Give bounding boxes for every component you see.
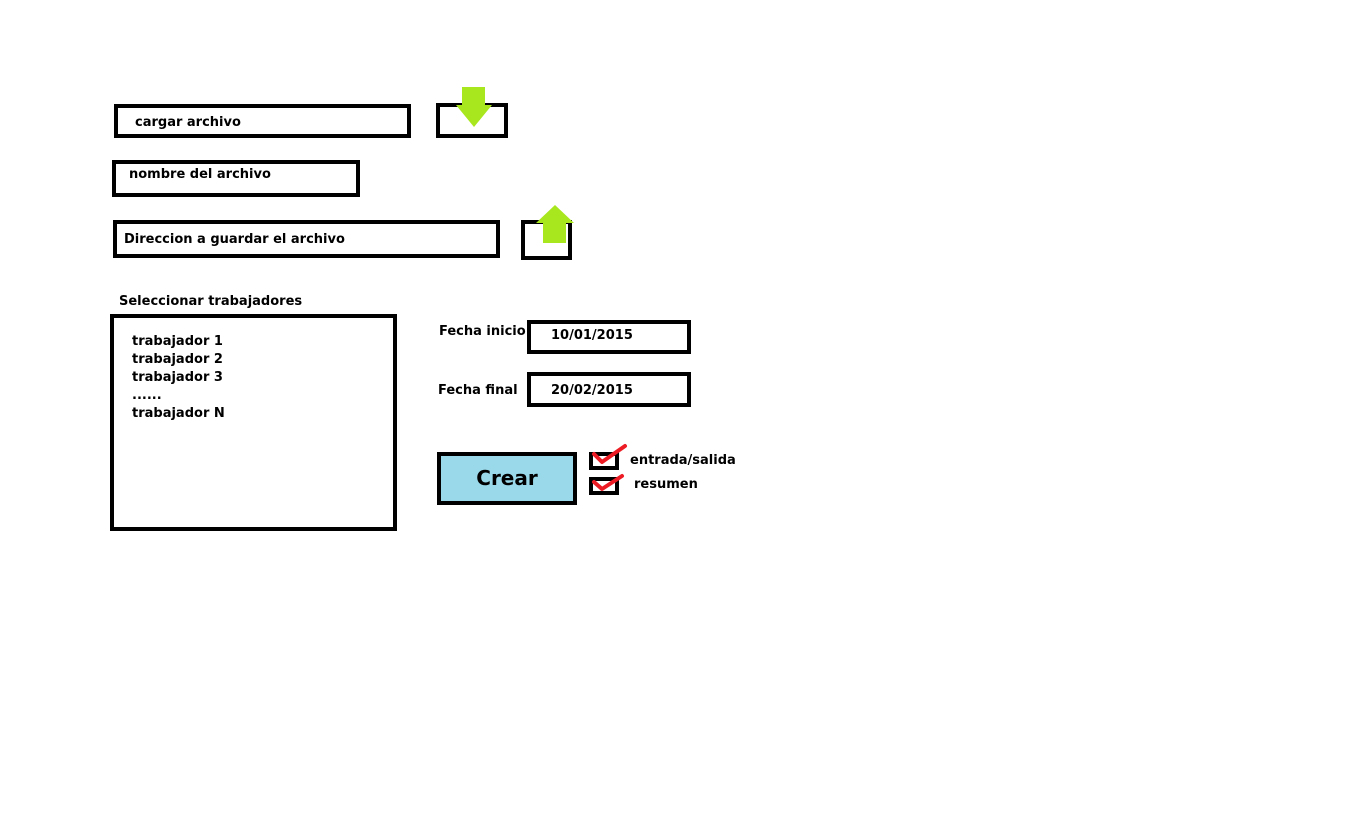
- load-file-field[interactable]: cargar archivo: [114, 104, 411, 138]
- start-date-value: 10/01/2015: [551, 328, 633, 343]
- summary-label: resumen: [634, 477, 698, 492]
- list-item[interactable]: trabajador N: [132, 406, 225, 421]
- save-path-field-value: Direccion a guardar el archivo: [124, 232, 345, 247]
- start-date-label: Fecha inicio: [439, 324, 526, 339]
- list-item[interactable]: trabajador 3: [132, 370, 223, 385]
- checkmark-icon: [592, 474, 624, 491]
- file-name-field[interactable]: nombre del archivo: [112, 160, 360, 197]
- save-path-field[interactable]: Direccion a guardar el archivo: [113, 220, 500, 258]
- start-date-field[interactable]: 10/01/2015: [527, 320, 691, 354]
- load-file-field-value: cargar archivo: [135, 115, 241, 130]
- end-date-label: Fecha final: [438, 383, 518, 398]
- end-date-value: 20/02/2015: [551, 383, 633, 398]
- end-date-field[interactable]: 20/02/2015: [527, 372, 691, 407]
- workers-label: Seleccionar trabajadores: [119, 294, 303, 309]
- create-button[interactable]: Crear: [437, 452, 577, 505]
- up-arrow-icon: [536, 205, 574, 243]
- file-name-field-value: nombre del archivo: [129, 167, 271, 182]
- workers-list[interactable]: trabajador 1 trabajador 2 trabajador 3 .…: [110, 314, 397, 531]
- entry-exit-label: entrada/salida: [630, 453, 736, 468]
- list-item[interactable]: trabajador 1: [132, 334, 223, 349]
- list-item[interactable]: trabajador 2: [132, 352, 223, 367]
- down-arrow-icon: [456, 87, 492, 127]
- checkmark-icon: [592, 444, 627, 464]
- list-item[interactable]: ......: [132, 388, 162, 403]
